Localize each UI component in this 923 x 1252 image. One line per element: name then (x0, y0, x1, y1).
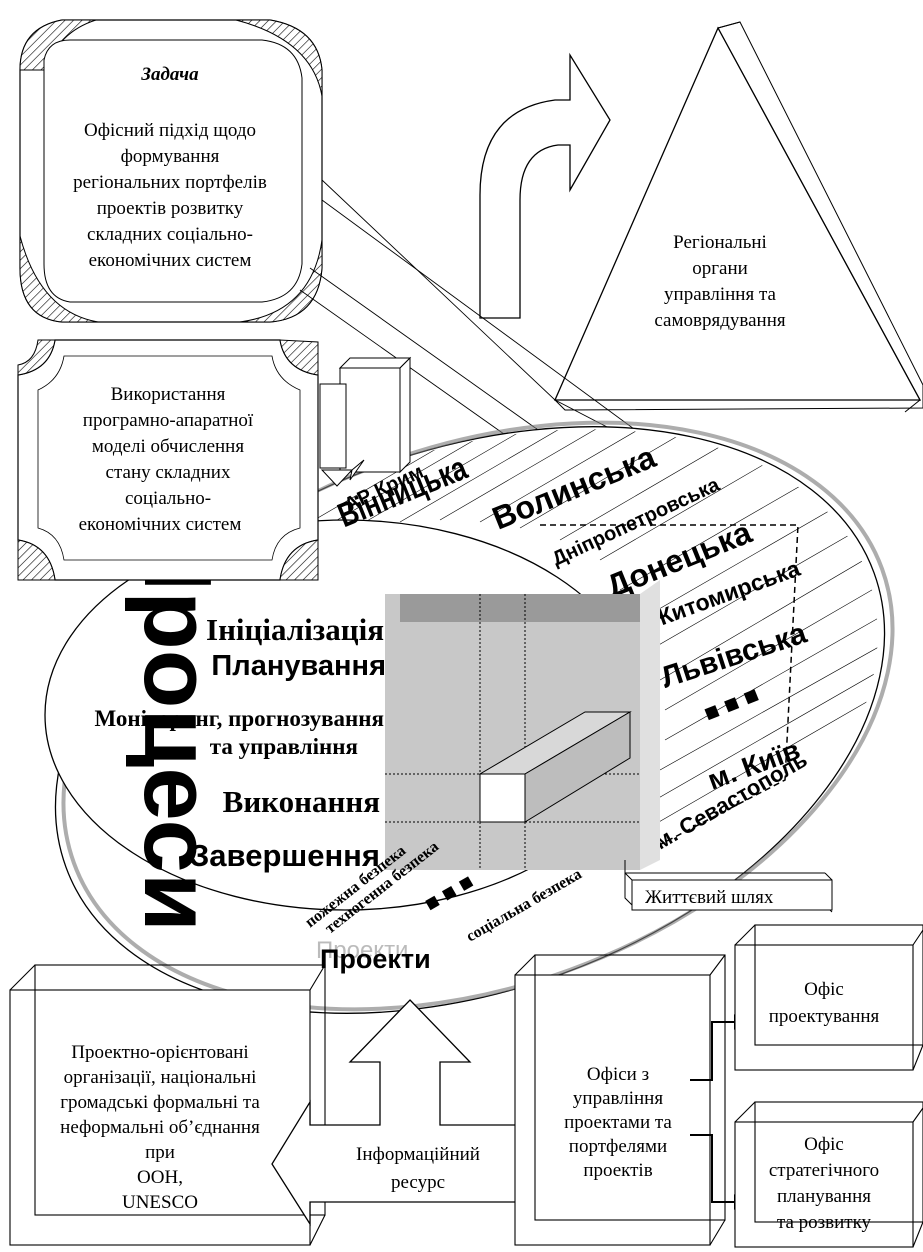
model-down-arrow (319, 356, 412, 487)
model-line-6: економічних систем (79, 514, 242, 535)
design-office-box: Офіс проектування (734, 924, 923, 1071)
stage-monitoring-2: та управління (210, 734, 358, 759)
orgs-line-3: громадські формальні та (60, 1092, 260, 1113)
strategic-line-1: Офіс (804, 1134, 844, 1155)
task-line-4: проектів розвитку (97, 198, 244, 219)
info-resource-arrow: Інформаційний ресурс (271, 999, 561, 1227)
projects-label: Проекти (320, 944, 431, 974)
task-line-5: складних соціально- (87, 224, 253, 245)
model-line-1: Використання (111, 384, 226, 405)
task-box: Задача Офісний підхід щодо формування ре… (19, 19, 323, 323)
task-line-6: економічних систем (89, 250, 252, 271)
triangle-line-1: Регіональні (673, 232, 767, 253)
design-office-line-2: проектування (769, 1006, 880, 1027)
triangle-regional-bodies: Регіональні органи управління та самовря… (553, 21, 923, 413)
pm-offices-box: Офіси з управління проектами та портфеля… (514, 954, 726, 1246)
task-line-2: формування (121, 146, 220, 167)
model-line-3: моделі обчислення (92, 436, 244, 457)
process-stages: Ініціалізація Планування Моніторинг, про… (94, 612, 386, 873)
model-box: Використання програмно-апаратної моделі … (17, 339, 319, 581)
orgs-line-7: UNESCO (122, 1192, 198, 1213)
pm-line-1: Офіси з (587, 1064, 649, 1085)
curved-arrow (479, 52, 611, 319)
triangle-line-2: органи (692, 258, 748, 279)
stage-initiation: Ініціалізація (206, 612, 384, 647)
model-line-5: соціально- (125, 488, 211, 509)
orgs-line-6: ООН, (137, 1167, 183, 1188)
pm-line-2: управління (573, 1088, 663, 1109)
orgs-line-1: Проектно-орієнтовані (71, 1042, 248, 1063)
pm-line-3: проектами та (564, 1112, 672, 1133)
pm-line-5: проектів (583, 1160, 652, 1181)
stage-completion: Завершення (190, 838, 380, 873)
task-line-3: регіональних портфелів (73, 172, 267, 193)
triangle-line-4: самоврядування (654, 310, 785, 331)
projects-shadow: Проекти (316, 937, 408, 964)
strategic-line-4: та розвитку (777, 1212, 872, 1233)
info-resource-line-1: Інформаційний (356, 1144, 480, 1165)
stage-monitoring: Моніторинг, прогнозування (94, 706, 384, 731)
strategic-line-2: стратегічного (769, 1160, 879, 1181)
triangle-line-3: управління та (664, 284, 776, 305)
life-path-box: Життєвий шлях (624, 860, 833, 913)
model-line-4: стану складних (106, 462, 231, 483)
info-resource-line-2: ресурс (391, 1172, 445, 1193)
stage-planning: Планування (211, 650, 386, 682)
processes-vertical-label: Процеси (124, 522, 231, 932)
task-line-1: Офісний підхід щодо (84, 120, 256, 141)
process-cube (385, 580, 660, 870)
life-path-label: Життєвий шлях (645, 887, 774, 908)
orgs-line-5: при (145, 1142, 175, 1163)
orgs-line-4: неформальні об’єднання (60, 1117, 260, 1138)
strategic-line-3: планування (777, 1186, 871, 1207)
task-heading: Задача (140, 64, 199, 85)
strategic-office-box: Офіс стратегічного планування та розвитк… (734, 1101, 923, 1248)
orgs-box: Проектно-орієнтовані організації, націон… (9, 964, 326, 1246)
model-line-2: програмно-апаратної (83, 410, 254, 431)
pm-line-4: портфелями (569, 1136, 667, 1157)
orgs-line-2: організації, національні (64, 1067, 257, 1088)
stage-execution: Виконання (223, 784, 380, 819)
design-office-line-1: Офіс (804, 979, 844, 1000)
